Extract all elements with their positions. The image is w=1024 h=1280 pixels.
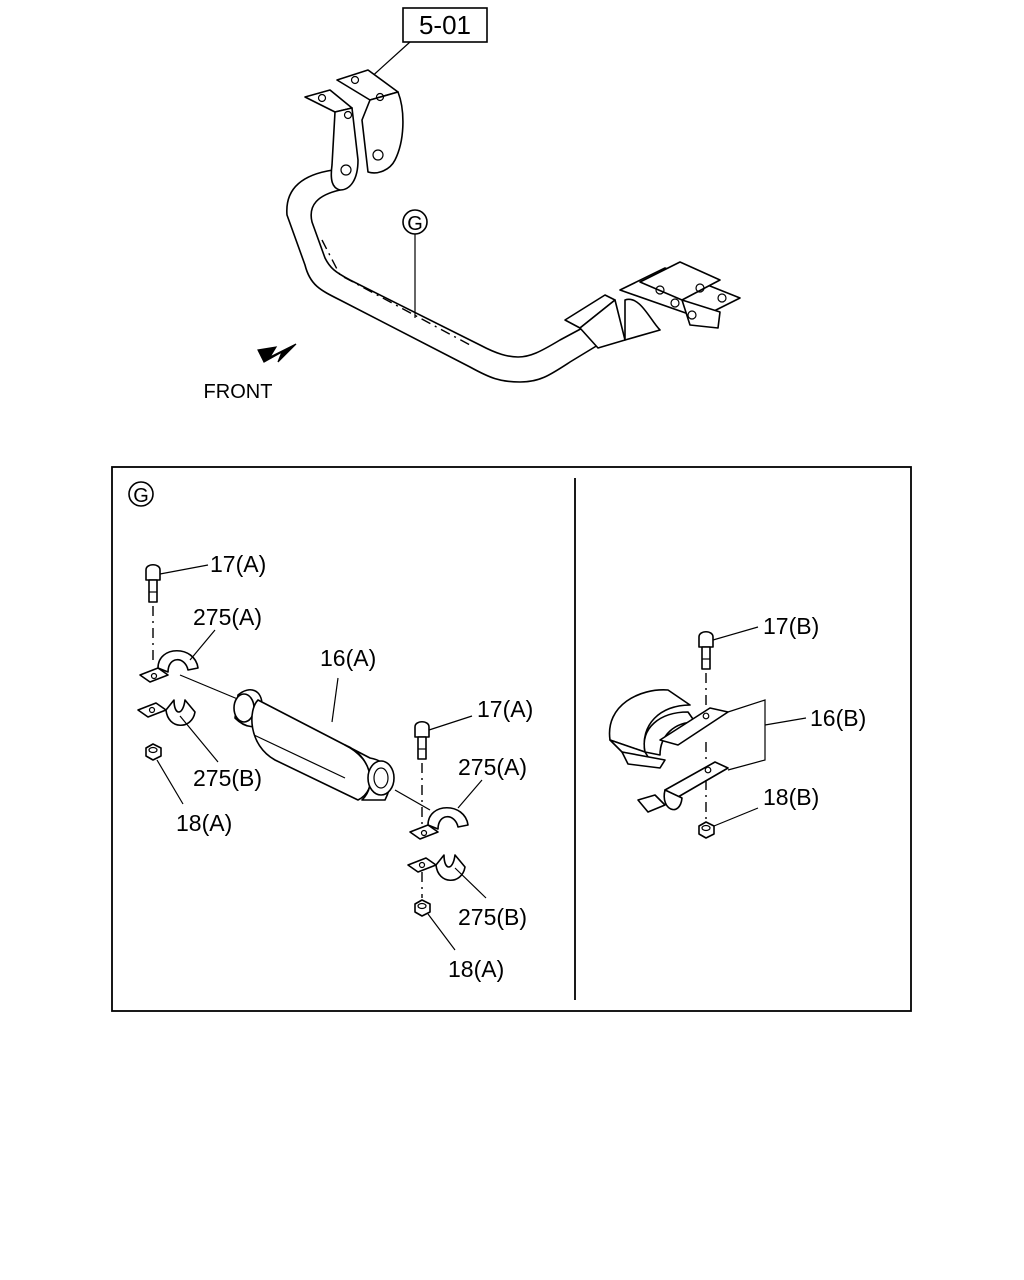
bolt-right — [414, 720, 430, 830]
bolt-b — [698, 630, 714, 712]
clamp-upper-right — [409, 806, 469, 840]
arrow-down-left-icon — [257, 343, 297, 363]
label-nut-right: 18(A) — [448, 956, 504, 982]
view-marker-label: G — [407, 213, 423, 235]
label-clamp-lower-right: 275(B) — [458, 904, 527, 930]
nut-right — [414, 899, 431, 917]
label-clamp-lower-left: 275(B) — [193, 765, 262, 791]
bracket-b — [637, 742, 729, 820]
detail-frame — [111, 466, 912, 1012]
label-bushing-b: 16(B) — [810, 705, 866, 731]
ref-box — [402, 7, 488, 43]
detail-marker-label: G — [133, 485, 149, 507]
ref-box-label: 5-01 — [419, 10, 471, 40]
nut-left — [145, 743, 162, 761]
clamp-upper-left — [139, 649, 199, 683]
label-clamp-upper-left: 275(A) — [193, 604, 262, 630]
label-clamp-upper-right: 275(A) — [458, 754, 527, 780]
label-nut-b: 18(B) — [763, 784, 819, 810]
nut-b — [698, 821, 715, 839]
clamp-lower-left — [137, 699, 196, 727]
label-bolt-left: 17(A) — [210, 551, 266, 577]
detail-view-g: G 17(A) 275(A) 275(B) — [111, 466, 912, 1012]
label-bushing-a: 16(A) — [320, 645, 376, 671]
label-nut-left: 18(A) — [176, 810, 232, 836]
clamp-lower-right — [407, 854, 466, 898]
bushing-a — [233, 689, 395, 801]
circled-letter-icon — [128, 481, 154, 507]
front-label: FRONT — [204, 381, 273, 403]
bushing-b — [608, 689, 729, 769]
label-bolt-b: 17(B) — [763, 613, 819, 639]
bolt-left — [145, 563, 161, 660]
stabilizer-bar-overview: 5-01 G FRONT — [204, 7, 741, 403]
label-bolt-right: 17(A) — [477, 696, 533, 722]
